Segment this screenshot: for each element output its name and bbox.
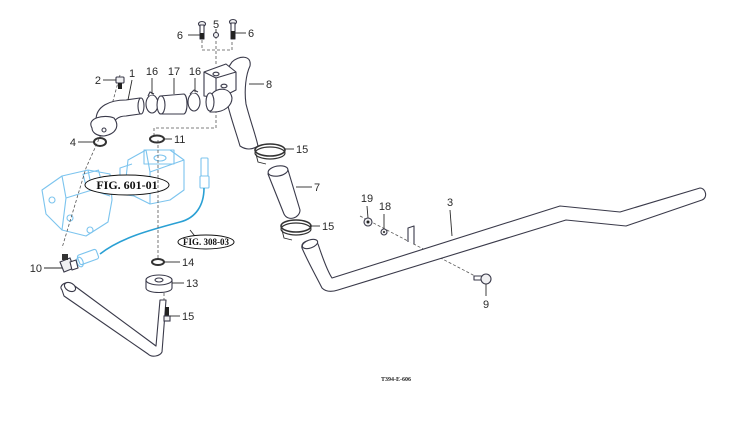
fig-308-03-reference[interactable]: FIG. 308-03 — [177, 229, 235, 250]
fig-308-03-label: FIG. 308-03 — [183, 237, 229, 247]
part-14-bolt[interactable] — [163, 307, 171, 322]
part-12-flange-pipe[interactable] — [60, 274, 173, 357]
part-4-o-ring[interactable] — [93, 137, 107, 147]
part-9-o-ring[interactable] — [149, 134, 165, 144]
callout-10: 8 — [266, 79, 272, 91]
callout-11: 9 — [483, 299, 489, 311]
callout-1: 1 — [129, 68, 135, 80]
part-3-outlet-pipe[interactable] — [301, 187, 707, 292]
part-16-clamp-left[interactable] — [145, 91, 159, 114]
callout-13: 14 — [182, 257, 194, 269]
part-15-clamp-lower[interactable] — [280, 219, 312, 241]
part-17-hose[interactable] — [156, 93, 188, 115]
part-18-washer[interactable] — [380, 228, 388, 236]
callout-16-left: 16 — [146, 66, 158, 78]
fig-601-01-reference[interactable]: FIG. 601-01 — [84, 174, 170, 196]
callout-14: 15 — [182, 311, 194, 323]
part-7-hose[interactable] — [267, 164, 301, 219]
part-5-washer[interactable] — [212, 31, 220, 39]
diagram-caption: T394-E-606 — [381, 377, 411, 383]
part-10-elbow-pipe[interactable] — [203, 56, 259, 150]
part-11-bolt[interactable] — [473, 273, 492, 285]
callout-19: 19 — [361, 193, 373, 205]
part-1-inlet-pipe[interactable] — [90, 97, 145, 137]
callout-6-right: 6 — [248, 28, 254, 40]
part-19-nut[interactable] — [363, 217, 373, 227]
callout-18: 18 — [379, 201, 391, 213]
part-15-clamp-upper[interactable] — [254, 143, 286, 165]
part-16-clamp-right[interactable] — [187, 89, 201, 112]
part-6-bolt-left[interactable] — [197, 20, 207, 40]
part-6-bolt-right[interactable] — [228, 18, 238, 40]
callout-9: 11 — [174, 134, 185, 146]
callout-8: 10 — [30, 263, 42, 275]
callout-15-lower: 15 — [322, 221, 334, 233]
part-8-fitting[interactable] — [59, 254, 79, 273]
callout-6-left: 6 — [177, 30, 183, 42]
leader-lines — [44, 29, 487, 317]
callout-15-upper: 15 — [296, 144, 308, 156]
callout-4: 4 — [70, 137, 76, 149]
callout-12: 13 — [186, 278, 198, 290]
callout-2: 2 — [95, 75, 101, 87]
callout-7: 7 — [314, 182, 320, 194]
callout-17: 17 — [168, 66, 180, 78]
callout-3: 3 — [447, 197, 453, 209]
part-2-bolt[interactable] — [115, 76, 125, 89]
fig-601-01-label: FIG. 601-01 — [96, 178, 157, 192]
part-13-o-ring[interactable] — [151, 258, 165, 266]
callout-16-right: 16 — [189, 66, 201, 78]
callout-5: 5 — [213, 19, 219, 31]
sensor-wire — [76, 157, 210, 268]
callout-labels: 6 5 6 2 1 16 17 16 8 4 11 15 7 15 10 14 … — [30, 19, 489, 323]
